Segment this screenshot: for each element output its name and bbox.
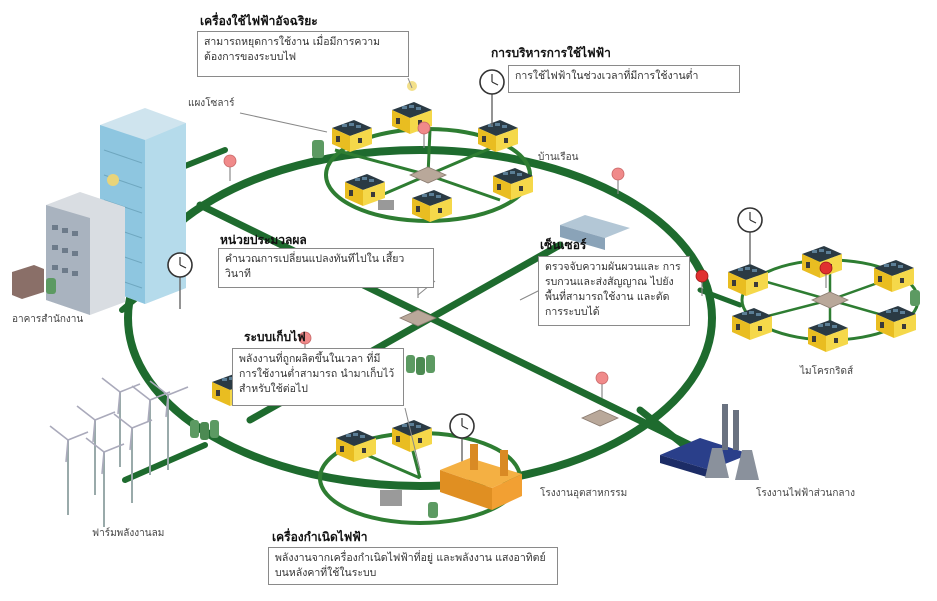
industrial-plant-label: โรงงานอุตสาหกรรม bbox=[540, 488, 628, 499]
microgrid-homes bbox=[695, 207, 920, 352]
storage-tank-icon bbox=[190, 420, 219, 440]
homes-label: บ้านเรือน bbox=[538, 152, 579, 163]
wind-turbine-icon bbox=[49, 425, 89, 516]
location-pin-icon bbox=[223, 154, 237, 182]
meter-clock-icon bbox=[737, 207, 763, 265]
central-power-plant bbox=[660, 404, 759, 480]
house-icon bbox=[332, 120, 372, 152]
power-management-callout: การใช้ไฟฟ้าในช่วงเวลาที่มีการใช้งานต่ำ bbox=[508, 65, 740, 93]
meter-clock-icon bbox=[479, 69, 505, 127]
storage-callout: พลังงานที่ถูกผลิตขึ้นในเวลา ที่มีการใช้ง… bbox=[232, 348, 404, 406]
office-buildings bbox=[12, 108, 193, 315]
house-icon bbox=[808, 320, 848, 352]
generator-callout: พลังงานจากเครื่องกำเนิดไฟฟ้าที่อยู่ และพ… bbox=[268, 547, 558, 585]
house-icon bbox=[728, 264, 768, 296]
solar-panel-label: แผงโซลาร์ bbox=[188, 98, 235, 109]
substation-icon bbox=[399, 309, 437, 327]
grid-cross-line-a bbox=[196, 201, 694, 449]
generator-title: เครื่องกำเนิดไฟฟ้า bbox=[272, 530, 368, 544]
storage-tank-icon bbox=[406, 355, 435, 375]
industrial-factory bbox=[440, 444, 522, 510]
power-management-title: การบริหารการใช้ไฟฟ้า bbox=[491, 46, 611, 60]
storage-tank-icon bbox=[312, 140, 324, 158]
house-icon bbox=[412, 190, 452, 222]
generator-icon bbox=[380, 490, 402, 506]
location-pin-icon bbox=[595, 371, 609, 399]
processing-unit-callout: คำนวณการเปลี่ยนแปลงทันทีไปใน เสี้ยววินาท… bbox=[218, 248, 434, 288]
central-power-plant-label: โรงงานไฟฟ้าส่วนกลาง bbox=[756, 488, 855, 499]
office-label: อาคารสำนักงาน bbox=[12, 314, 84, 325]
substation-icon bbox=[581, 409, 619, 427]
sensor-callout: ตรวจจับความผันผวนและ การรบกวนและส่งสัญญา… bbox=[538, 256, 690, 326]
house-icon bbox=[874, 260, 914, 292]
wind-turbine-icon bbox=[101, 377, 141, 468]
storage-tank-icon bbox=[428, 502, 438, 518]
smart-appliance-pointer bbox=[407, 81, 417, 91]
generator-cluster-items bbox=[336, 413, 475, 518]
microgrid-label: ไมโครกริดส์ bbox=[800, 366, 854, 377]
wind-turbine-icon bbox=[85, 437, 125, 528]
generator-icon bbox=[378, 200, 394, 210]
sensor-title: เซ็นเซอร์ bbox=[540, 238, 587, 252]
processing-unit-title: หน่วยประมวลผล bbox=[220, 233, 307, 247]
wind-farm-label: ฟาร์มพลังงานลม bbox=[92, 528, 165, 539]
homes bbox=[312, 81, 533, 222]
main-grid-ring bbox=[124, 146, 716, 490]
sensor-building bbox=[560, 215, 630, 250]
house-icon bbox=[732, 308, 772, 340]
smart-appliance-title: เครื่องใช้ไฟฟ้าอัจฉริยะ bbox=[200, 14, 318, 28]
house-icon bbox=[493, 168, 533, 200]
smart-appliance-callout: สามารถหยุดการใช้งาน เมื่อมีการความต้องกา… bbox=[197, 31, 409, 77]
house-icon bbox=[802, 246, 842, 278]
storage-title: ระบบเก็บไฟ bbox=[244, 330, 306, 344]
